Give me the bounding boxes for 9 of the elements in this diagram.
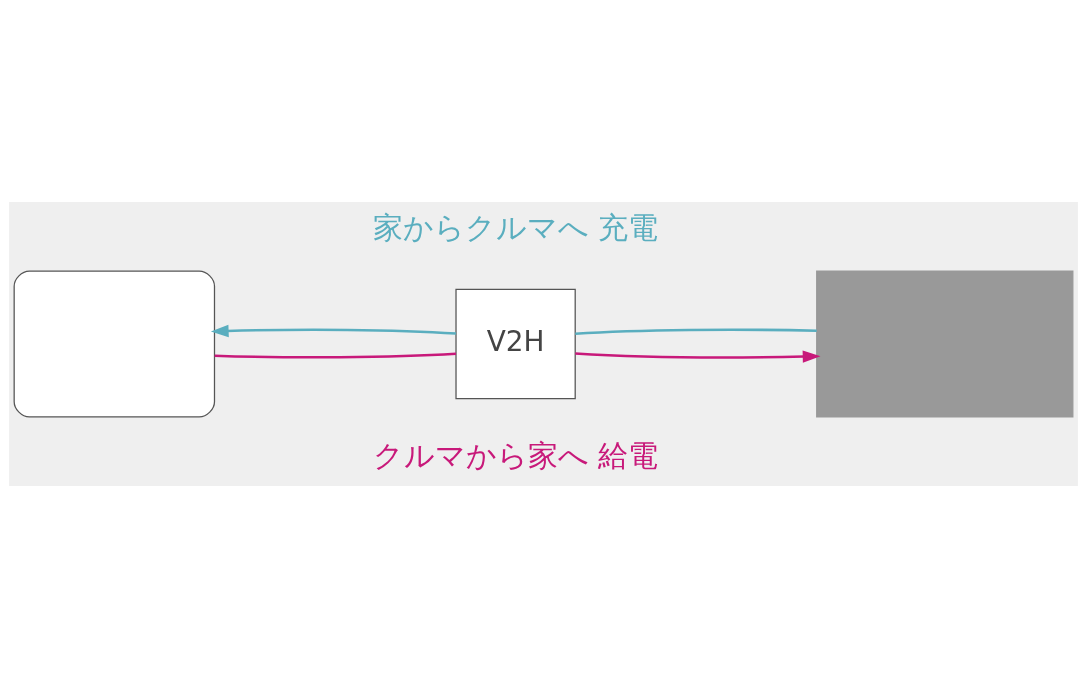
connector	[214, 352, 456, 359]
label: 家からクルマへ 充電	[372, 209, 659, 245]
node-box: V2H	[455, 288, 576, 400]
node-box	[816, 270, 1074, 418]
node-box	[13, 270, 216, 418]
arrow	[210, 324, 456, 338]
arrow	[575, 350, 821, 363]
connector	[575, 328, 817, 336]
label: クルマから家へ 給電	[372, 437, 659, 473]
